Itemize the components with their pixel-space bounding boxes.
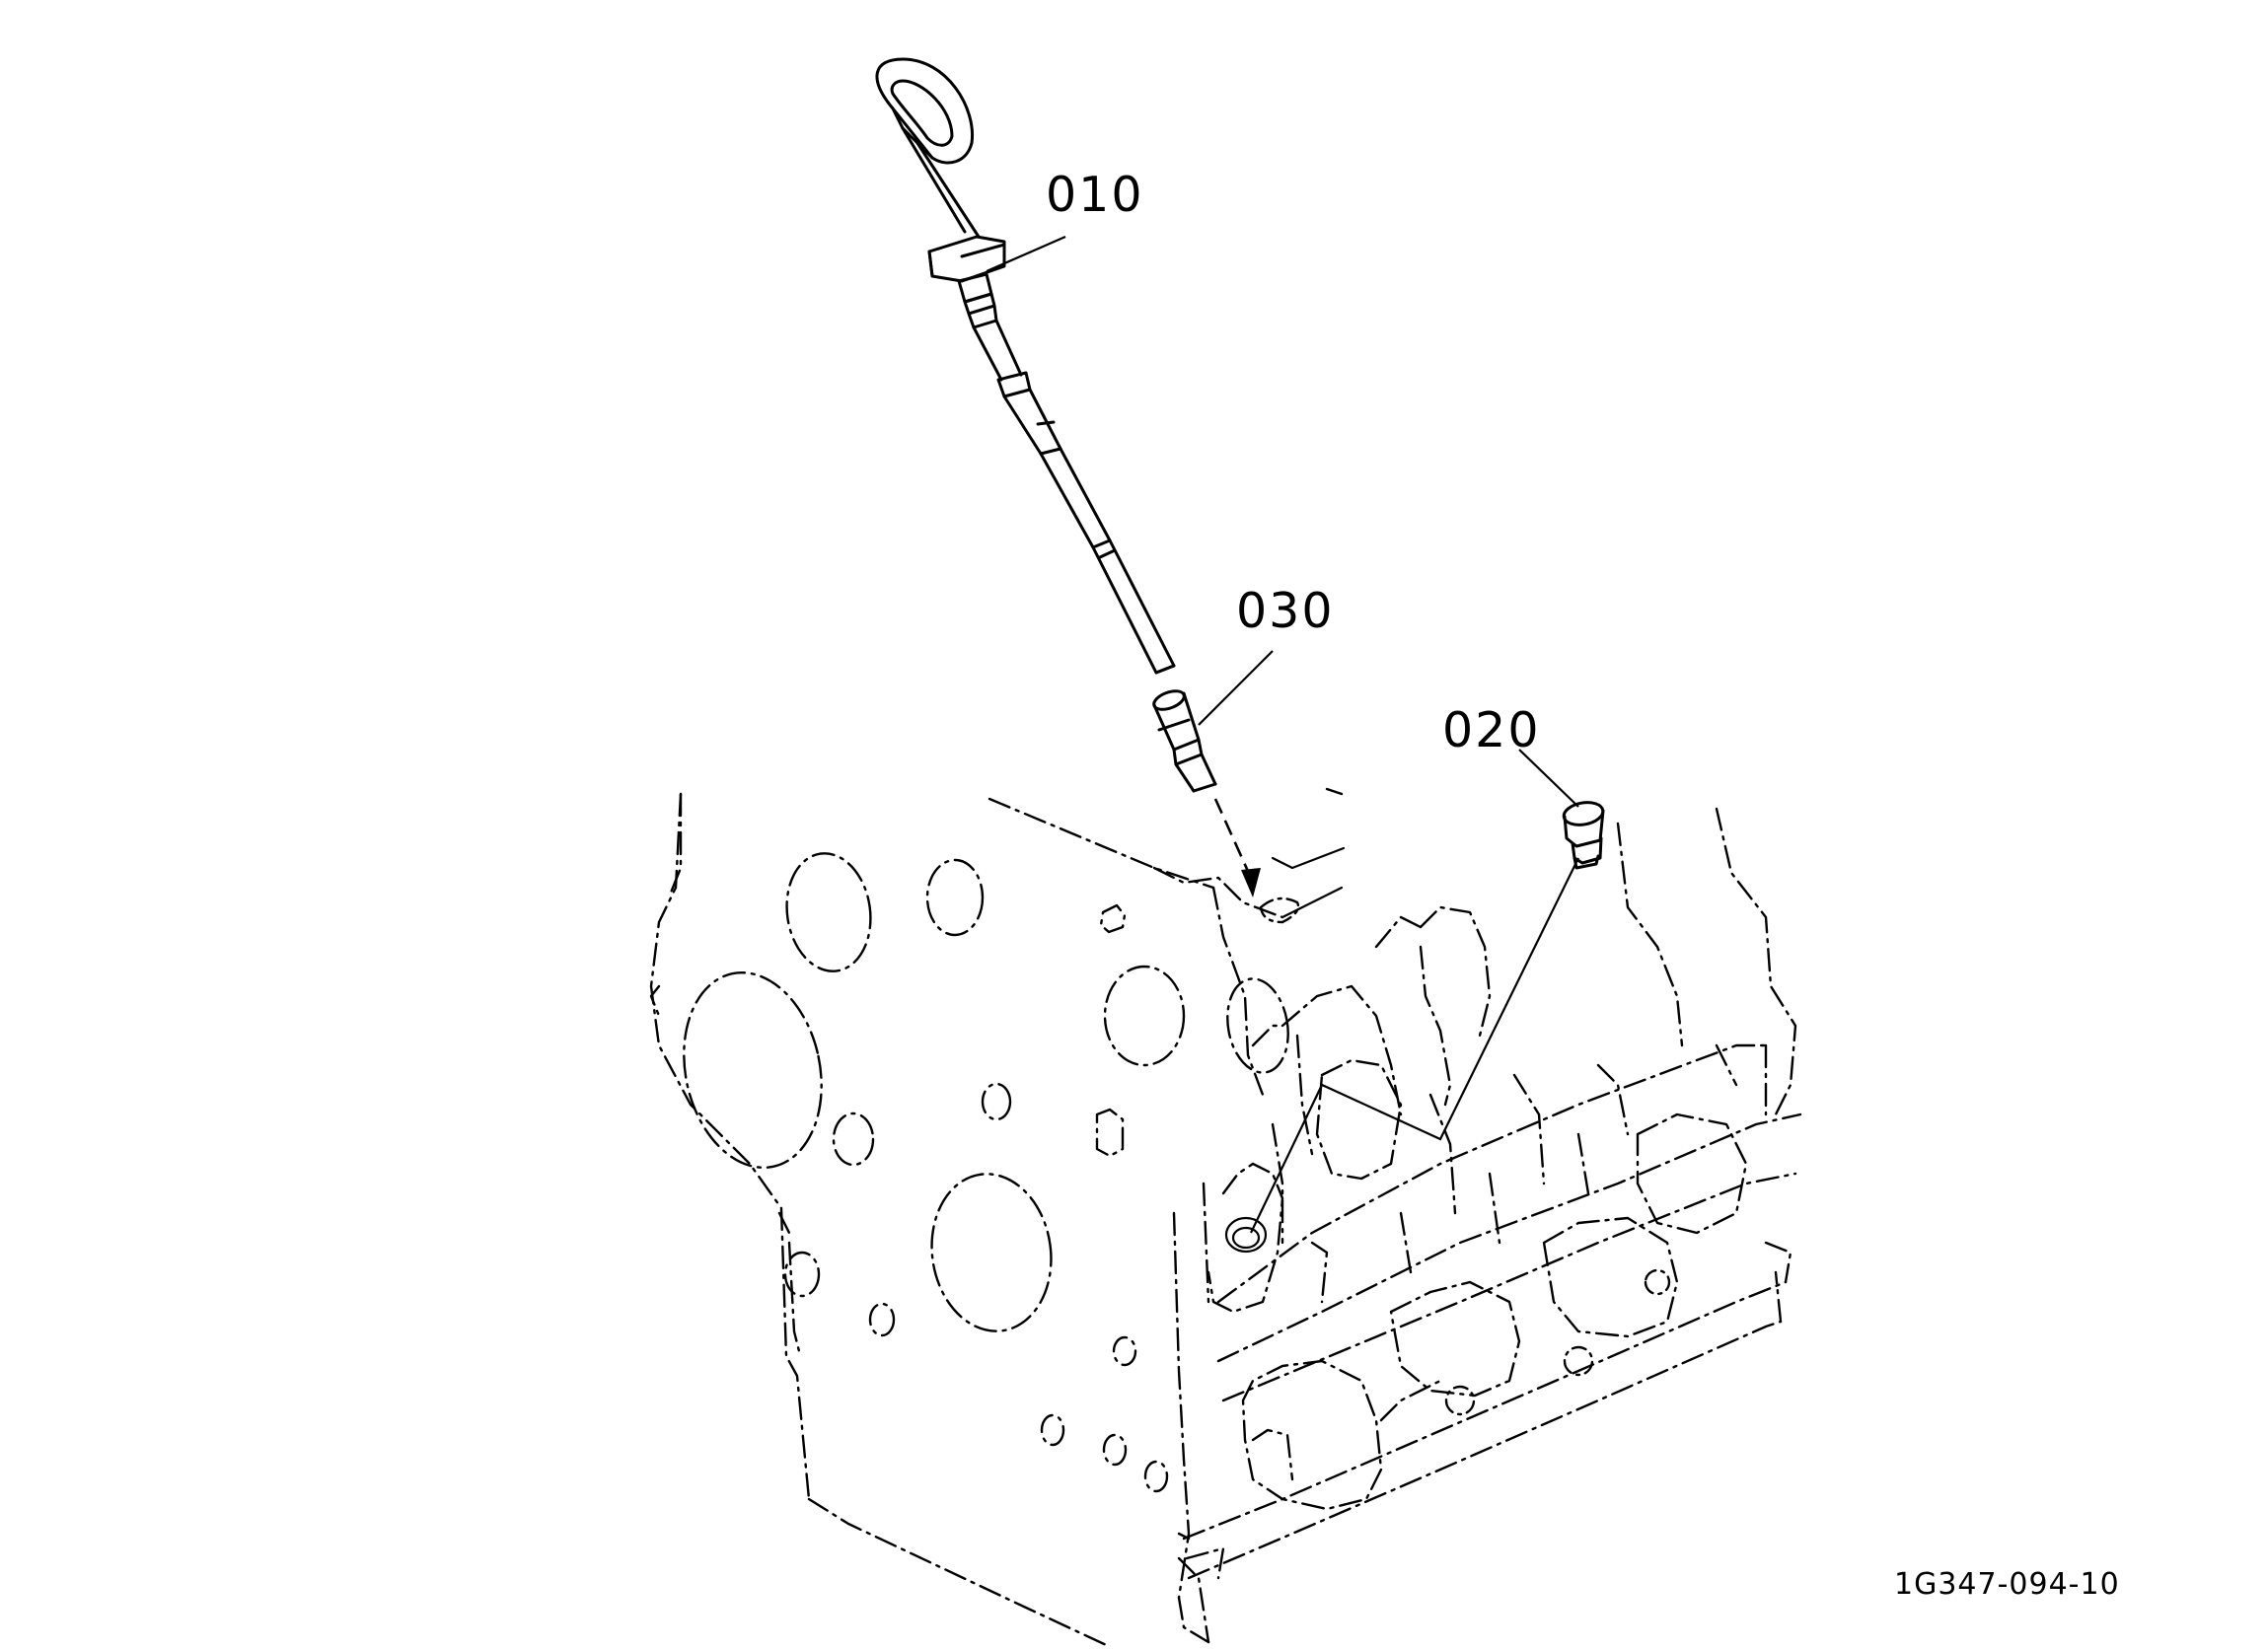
part-label-010: 010 (1046, 167, 1144, 223)
part-label-020: 020 (1442, 702, 1541, 758)
figure-code: 1G347-094-10 (1894, 1567, 2120, 1602)
dipstick-part-010 (875, 57, 1176, 675)
leader-030 (1198, 650, 1274, 726)
plug-part-020 (1562, 801, 1605, 870)
leader-lines (986, 235, 1579, 1234)
leader-plug-to-hole (1250, 857, 1579, 1234)
engine-block (649, 787, 1802, 1651)
leader-010 (986, 235, 1066, 273)
leader-020 (1518, 749, 1579, 808)
guide-pipe-part-030 (1152, 689, 1261, 897)
part-label-030: 030 (1236, 583, 1335, 639)
